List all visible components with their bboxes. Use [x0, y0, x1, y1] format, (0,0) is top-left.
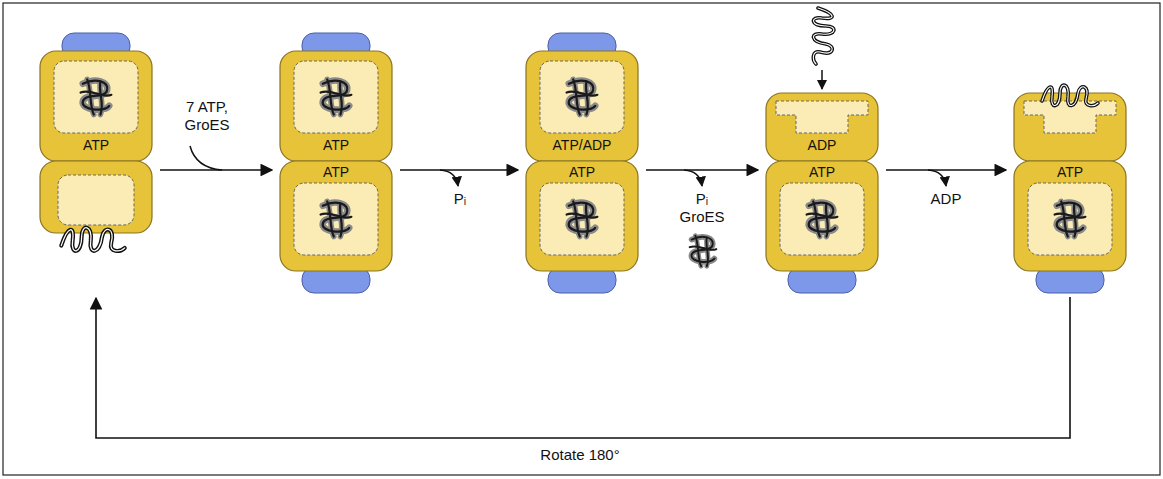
ring-cavity [776, 101, 868, 133]
nucleotide-label: ATP [1010, 164, 1130, 180]
input-arrow [821, 70, 823, 89]
nucleotide-label: ATP/ADP [522, 137, 642, 153]
unfolded-protein [813, 8, 834, 64]
chaperonin-complex: ADP ATP [762, 33, 882, 295]
input-branch [190, 146, 222, 170]
ring-cavity [540, 183, 624, 255]
nucleotide-label: ATP [522, 164, 642, 180]
folded-protein [567, 79, 598, 114]
folded-protein [567, 201, 598, 236]
step-label: 7 ATP, GroES [176, 98, 238, 134]
step-label: ADP [926, 190, 966, 208]
output-branch [440, 170, 458, 186]
step-arrow [160, 169, 272, 171]
chaperonin-complex: ATP [36, 33, 156, 295]
step-label: Pᵢ [448, 190, 472, 208]
step-arrow [96, 297, 1070, 438]
nucleotide-label: ATP [276, 137, 396, 153]
ring-body [40, 161, 152, 233]
folded-protein [1055, 201, 1086, 236]
frame [3, 3, 1160, 475]
unfolded-protein [1042, 85, 1098, 106]
ring-cavity [780, 183, 864, 255]
nucleotide-label: ATP [36, 137, 156, 153]
ring-cavity [58, 175, 134, 225]
step-arrow [646, 169, 758, 171]
folded-protein [321, 79, 352, 114]
ring-cavity [1028, 183, 1112, 255]
released-protein [690, 236, 717, 266]
nucleotide-label: ATP [276, 164, 396, 180]
unfolded-protein [61, 228, 124, 251]
output-branch [684, 170, 702, 186]
folded-protein [807, 201, 838, 236]
ring-cavity [294, 61, 378, 133]
chaperonin-outline [36, 33, 156, 295]
step-arrow [400, 169, 518, 171]
nucleotide-label: ADP [762, 137, 882, 153]
step-label: Rotate 180° [480, 446, 680, 464]
nucleotide-label: ATP [762, 164, 882, 180]
output-branch [928, 170, 946, 186]
step-arrow [886, 169, 1006, 171]
ring-cavity [54, 61, 138, 133]
groel-ring [40, 161, 152, 233]
folded-protein [321, 201, 352, 236]
folded-protein [81, 79, 112, 114]
step-label: Pᵢ GroES [677, 190, 727, 226]
chaperonin-complex: ATP [1010, 33, 1130, 295]
chaperonin-complex: ATP ATP [276, 33, 396, 295]
ring-cavity [540, 61, 624, 133]
chaperonin-complex: ATP/ADP ATP [522, 33, 642, 295]
ring-cavity [294, 183, 378, 255]
